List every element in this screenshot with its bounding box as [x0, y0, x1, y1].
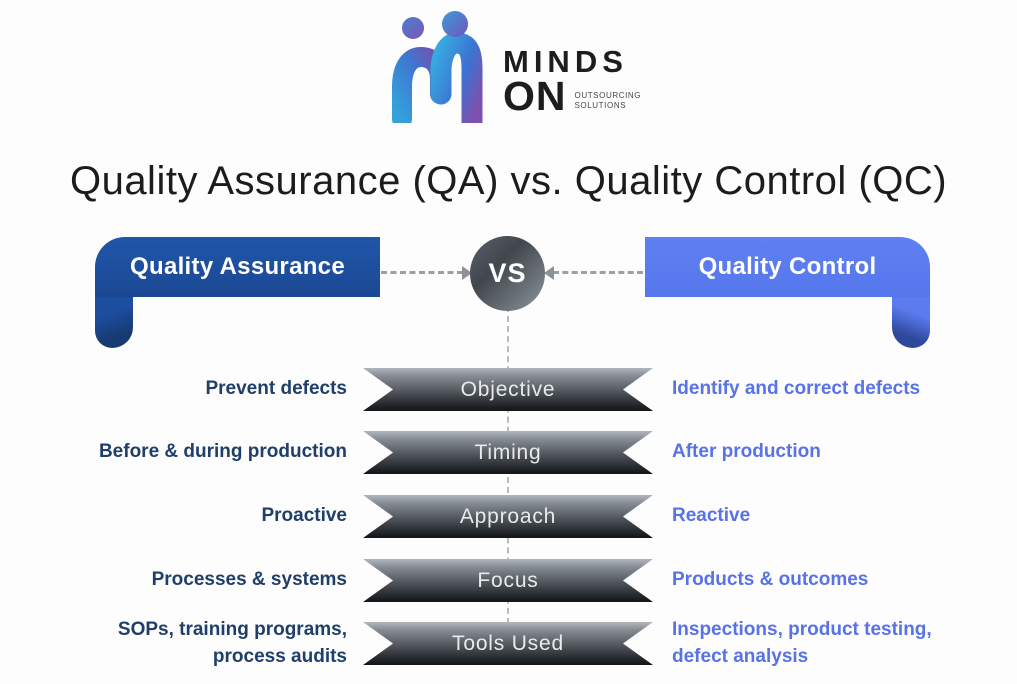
- category-banner-objective: Objective: [363, 368, 653, 411]
- category-banner-approach: Approach: [363, 495, 653, 538]
- category-banner-tools-used: Tools Used: [363, 622, 653, 665]
- qc-value-tools-used: Inspections, product testing, defect ana…: [672, 618, 932, 667]
- qc-value-timing: After production: [672, 441, 821, 463]
- qa-value-objective: Prevent defects: [205, 378, 347, 400]
- qc-value-objective: Identify and correct defects: [672, 378, 921, 400]
- qc-ribbon-tail: [892, 295, 930, 348]
- brand-name-bottom: ON: [503, 73, 567, 119]
- qc-value-approach: Reactive: [672, 505, 751, 527]
- tagline-line-1: OUTSOURCING: [574, 91, 642, 100]
- quality-assurance-header: Quality Assurance: [95, 237, 380, 297]
- qc-arrowhead-icon: [544, 266, 554, 280]
- qa-value-tools-used: SOPs, training programs, process audits: [117, 618, 347, 667]
- page-title: Quality Assurance (QA) vs. Quality Contr…: [69, 158, 948, 203]
- brand-tagline: OUTSOURCING SOLUTIONS: [575, 91, 642, 115]
- qa-dashed-connector: [381, 271, 463, 274]
- category-banner-timing: Timing: [363, 431, 653, 474]
- quality-control-header: Quality Control: [645, 237, 930, 297]
- vs-badge: VS: [470, 236, 545, 311]
- category-banner-focus: Focus: [363, 559, 653, 602]
- vertical-dashed-line: [507, 306, 509, 654]
- minds-on-logo-icon: [392, 11, 483, 123]
- qa-value-approach: Proactive: [261, 505, 347, 527]
- brand-name-top: MINDS: [503, 44, 628, 79]
- qa-value-timing: Before & during production: [98, 441, 347, 463]
- qc-value-focus: Products & outcomes: [672, 569, 869, 591]
- vs-label: VS: [488, 258, 527, 288]
- qa-value-focus: Processes & systems: [151, 569, 347, 591]
- brand-wordmark: MINDS ON OUTSOURCING SOLUTIONS: [503, 44, 642, 119]
- quality-assurance-ribbon: Quality Assurance: [95, 237, 380, 349]
- qa-arrowhead-icon: [462, 266, 472, 280]
- qc-dashed-connector: [553, 271, 643, 274]
- tagline-line-2: SOLUTIONS: [574, 101, 627, 110]
- quality-control-ribbon: Quality Control: [645, 237, 930, 349]
- qa-ribbon-tail: [95, 295, 133, 348]
